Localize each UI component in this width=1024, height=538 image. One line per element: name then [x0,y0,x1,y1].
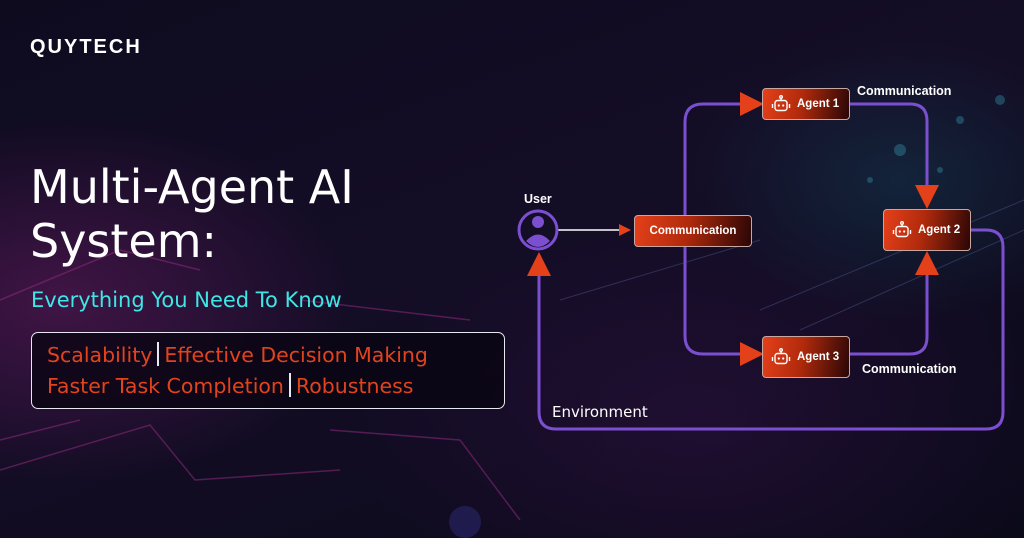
agent-2-label: Agent 2 [918,224,961,236]
benefit-robustness: Robustness [295,374,414,398]
benefits-row-2: Faster Task Completion Robustness [47,371,504,402]
user-label: User [524,192,552,206]
title-line-1: Multi-Agent AI [30,160,354,214]
edge-label-top-communication: Communication [857,84,952,98]
user-avatar-icon [517,209,559,251]
communication-hub-node: Communication [634,215,752,247]
agent-2-node: Agent 2 [883,209,971,251]
edge-label-bottom-communication: Communication [862,362,957,376]
benefit-faster-task-completion: Faster Task Completion [47,374,284,398]
robot-icon [771,95,791,112]
agent-3-label: Agent 3 [797,351,840,363]
benefit-scalability: Scalability [47,343,153,367]
agent-3-node: Agent 3 [762,336,850,378]
agent-1-node: Agent 1 [762,88,850,120]
robot-icon [771,348,791,365]
benefit-effective-decision-making: Effective Decision Making [164,343,428,367]
page-title: Multi-Agent AI System: [30,160,354,268]
divider [157,342,160,366]
environment-label: Environment [552,403,648,421]
benefits-row-1: Scalability Effective Decision Making [47,340,504,371]
robot-icon [892,221,912,238]
communication-hub-label: Communication [649,225,737,237]
divider [288,373,291,397]
agent-1-label: Agent 1 [797,98,840,110]
title-line-2: System: [30,214,218,268]
benefits-box: Scalability Effective Decision Making Fas… [31,332,505,409]
subtitle: Everything You Need To Know [31,288,342,312]
quytech-logo: QUYTECH [30,36,142,58]
